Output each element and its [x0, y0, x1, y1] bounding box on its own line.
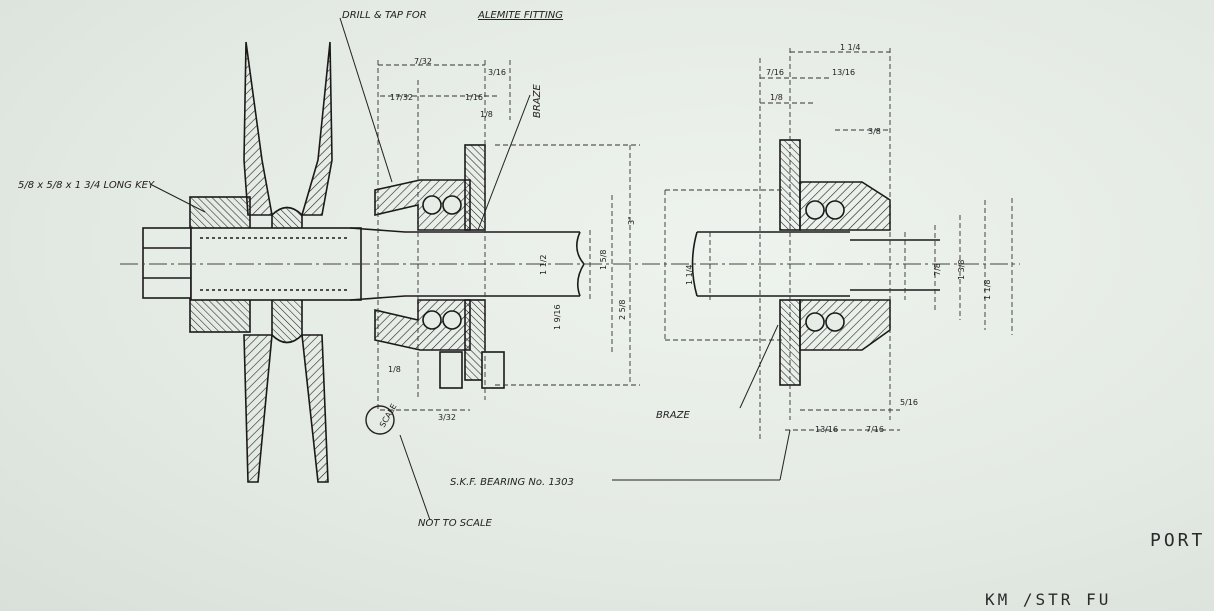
dim-dia-7-8: 7/8	[933, 263, 942, 276]
leader-lines	[149, 17, 791, 521]
dim-top-7-32: 7/32	[414, 57, 432, 66]
note-braze-bottom: BRAZE	[656, 410, 691, 421]
dim-dia-1-1-2: 1 1/2	[539, 254, 548, 275]
dim-dia-1-3-8: 1 3/8	[957, 259, 966, 280]
dim-top-17-32: 17/32	[390, 93, 413, 102]
dim-dia-1-1-4: 1 1/4	[685, 264, 694, 285]
note-drill-tap: DRILL & TAP FOR	[342, 10, 427, 21]
dim-right-1-1-4: 1 1/4	[840, 43, 861, 52]
note-braze-top: BRAZE	[532, 84, 543, 119]
dim-bottom-3-32: 3/32	[438, 413, 456, 422]
dim-dia-1-1-8: 1 1/8	[983, 279, 992, 300]
dim-top-1-8: 1/8	[480, 110, 493, 119]
dimension-lines	[377, 48, 1013, 440]
dim-right-3-8: 3/8	[868, 127, 881, 136]
dim-dia-1-9-16: 1 9/16	[553, 304, 562, 330]
title-block-fragment-1: PORT	[1150, 530, 1206, 551]
dim-dia-2-5-8: 2 5/8	[618, 299, 627, 320]
dim-dia-1-5-8: 1 5/8	[599, 249, 608, 270]
bearing-housing-left	[374, 144, 505, 389]
note-not-to-scale: NOT TO SCALE	[418, 518, 493, 529]
note-skf-bearing: S.K.F. BEARING No. 1303	[450, 477, 574, 488]
dim-right-13-16: 13/16	[832, 68, 855, 77]
dim-dia-3: 3"	[627, 216, 636, 225]
dim-bottom-5-16: 5/16	[900, 398, 918, 407]
scale-circle-tag	[365, 405, 395, 435]
dim-top-1-16: 1/16	[465, 93, 483, 102]
dim-right-7-16: 7/16	[766, 68, 784, 77]
bearing-housing-right	[691, 139, 940, 386]
dim-right-1-8: 1/8	[770, 93, 783, 102]
dim-bottom-7-16: 7/16	[866, 425, 884, 434]
dim-bottom-13-16: 13/16	[815, 425, 838, 434]
note-alemite-fitting: ALEMITE FITTING	[477, 10, 563, 21]
note-key: 5/8 x 5/8 x 1 3/4 LONG KEY	[18, 180, 155, 191]
title-block-fragment-2: KM /STR FU	[985, 590, 1112, 609]
dim-bottom-1-8: 1/8	[388, 365, 401, 374]
dim-top-3-16: 3/16	[488, 68, 506, 77]
